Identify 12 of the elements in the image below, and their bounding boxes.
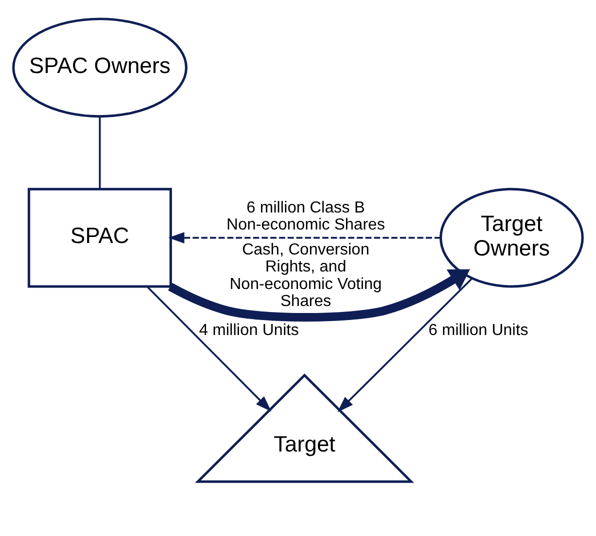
arrow <box>168 269 470 322</box>
edge-label: 6 million Units <box>428 321 528 340</box>
connector <box>98 116 101 189</box>
node-ellipse: SPAC Owners <box>12 18 188 118</box>
node-box: SPAC <box>28 188 172 288</box>
edge-label: Cash, Conversion Rights, and Non-economic Voting Shares <box>230 240 382 310</box>
edge-label: 6 million Class B Non-economic Shares <box>226 198 385 234</box>
arrow <box>338 278 472 412</box>
arrow <box>146 286 272 412</box>
arrow <box>168 232 441 244</box>
edge-label: 4 million Units <box>199 321 299 340</box>
node-ellipse: Target Owners <box>440 188 584 288</box>
